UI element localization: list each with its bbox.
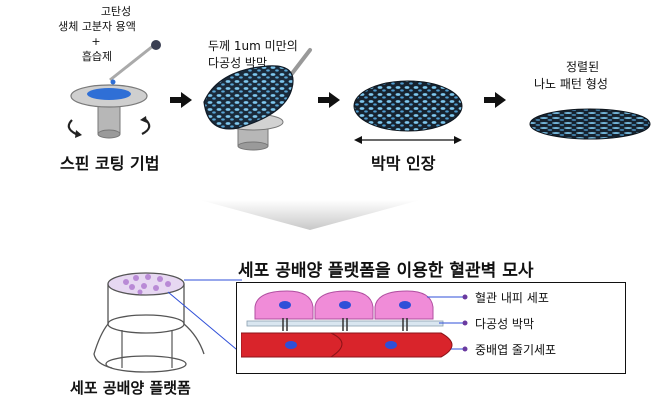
process-arrow-icon <box>170 92 192 108</box>
solution-label-plus: + <box>91 35 101 48</box>
legend-endothelial-cell: 혈관 내피 세포 <box>475 291 549 305</box>
porous-film-disc <box>353 80 463 144</box>
stretching-caption: 박막 인장 <box>371 154 436 173</box>
spin-coater-illustration <box>67 40 161 139</box>
solution-label-line1: 고탄성 <box>100 5 132 18</box>
vessel-wall-zoom-box: 혈관 내피 세포 다공성 박막 중배엽 줄기세포 <box>236 282 626 374</box>
legend-mesenchymal-stem-cell: 중배엽 줄기세포 <box>475 343 557 357</box>
rotation-arrow-icon <box>67 116 151 138</box>
process-arrow-icon <box>484 92 506 108</box>
aligned-label-line2: 나노 패턴 형성 <box>534 77 608 91</box>
platform-caption: 세포 공배양 플랫폼 <box>70 379 191 397</box>
porous-film-on-spatula <box>203 48 312 151</box>
coculture-platform-illustration <box>93 272 243 373</box>
solution-label-line2: 생체 고분자 용액 <box>58 20 136 33</box>
solution-label-line4: 흡습제 <box>81 50 113 63</box>
pipette-icon <box>109 40 161 85</box>
aligned-label-line1: 정렬된 <box>566 60 600 74</box>
legend-porous-membrane: 다공성 박막 <box>475 317 535 331</box>
spin-coating-caption: 스핀 코팅 기법 <box>60 154 160 173</box>
vessel-wall-title: 세포 공배양 플랫폼을 이용한 혈관벽 모사 <box>238 261 534 281</box>
process-arrow-icon <box>318 92 340 108</box>
vessel-wall-cross-section <box>241 290 468 358</box>
thin-film-label-line1: 두께 1um 미만의 <box>208 39 298 53</box>
stretch-arrow-icon <box>354 136 462 144</box>
thin-film-label-line2: 다공성 박막 <box>208 56 268 70</box>
aligned-nanopattern-disc <box>529 108 651 140</box>
down-arrow-icon <box>200 200 420 230</box>
